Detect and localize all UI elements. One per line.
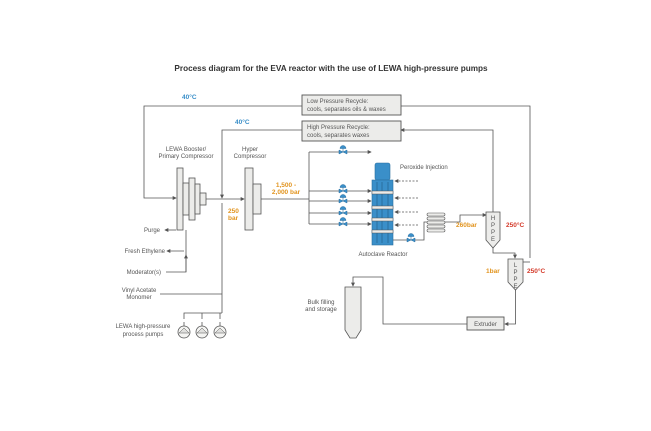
hppe-separator: H P P E [485, 211, 501, 249]
extruder-label: Extruder [474, 322, 497, 328]
valve-icon [406, 233, 416, 243]
lppe-separator: L P P E [507, 258, 524, 291]
hyper-label-2: Compressor [234, 154, 267, 160]
cooler-icon [426, 212, 446, 233]
hyper-pressure-1: 1,500 - [276, 182, 296, 189]
bulk-label-1: Bulk filling [307, 300, 334, 306]
bulk-storage-silo [344, 286, 362, 339]
peroxide-label: Peroxide Injection [400, 165, 448, 171]
vinyl-acetate-label-2: Monomer [126, 295, 151, 301]
moderator-label: Moderator(s) [127, 270, 161, 276]
low-recycle-temperature: 40°C [182, 93, 197, 101]
bulk-label-2: and storage [305, 307, 337, 313]
pumps-label-1: LEWA high-pressure [116, 324, 171, 330]
hyper-compressor [244, 167, 262, 231]
peroxide-injection-lines [394, 179, 418, 227]
hyper-pressure-2: 2,000 bar [272, 189, 301, 196]
booster-label-2: Primary Compressor [158, 154, 213, 160]
hppe-letter: P [491, 230, 495, 236]
autoclave-reactor [371, 162, 394, 246]
lppe-letter: L [514, 263, 518, 269]
ethylene-label: Fresh Ethylene [125, 249, 166, 255]
hyper-label-1: Hyper [242, 147, 258, 153]
lppe-letter: E [513, 284, 517, 290]
low-recycle-label-2: cools, separates oils & waxes [307, 107, 386, 113]
valve-icon [338, 217, 348, 227]
booster-pressure-2: bar [228, 215, 239, 222]
hppe-temperature: 250°C [506, 221, 524, 229]
hppe-pressure: 260bar [456, 222, 477, 229]
high-recycle-label-2: cools, separates waxes [307, 133, 369, 139]
high-recycle-lines [220, 128, 494, 213]
valve-icon [338, 145, 348, 155]
extruder: Extruder [466, 316, 505, 331]
high-recycle-temperature: 40°C [235, 118, 250, 126]
hppe-letter: P [491, 223, 495, 229]
vinyl-acetate-label-1: Vinyl Acetate [122, 288, 157, 294]
booster-pressure-1: 250 [228, 208, 239, 215]
booster-compressor [176, 167, 207, 231]
high-recycle-label-1: High Pressure Recycle: [307, 125, 370, 131]
extruder-to-storage-line [351, 276, 467, 325]
pump-icon [195, 321, 209, 339]
reactor-label: Autoclave Reactor [358, 252, 407, 258]
high-pressure-recycle: High Pressure Recycle: cools, separates … [301, 120, 402, 142]
low-recycle-lines [143, 105, 531, 258]
hppe-letter: E [491, 237, 495, 243]
lppe-letter: P [513, 270, 517, 276]
valve-icon [338, 194, 348, 204]
low-pressure-recycle: Low Pressure Recycle: cools, separates o… [301, 94, 402, 116]
valve-icon [338, 206, 348, 216]
lppe-letter: P [513, 277, 517, 283]
hppe-to-lppe-line [492, 248, 517, 259]
lppe-pressure: 1bar [486, 268, 500, 275]
valve-icon [338, 184, 348, 194]
purge-label: Purge [144, 228, 161, 234]
pump-icon [177, 321, 191, 339]
low-recycle-label-1: Low Pressure Recycle: [307, 99, 369, 105]
hppe-letter: H [491, 216, 495, 222]
feed-lines [160, 203, 223, 319]
pump-icon [213, 321, 227, 339]
diagram-title: Process diagram for the EVA reactor with… [174, 64, 488, 73]
pumps-label-2: process pumps [123, 332, 164, 338]
booster-label-1: LEWA Booster/ [166, 147, 207, 153]
lppe-temperature: 250°C [527, 267, 545, 275]
lppe-to-extruder-line [504, 290, 516, 326]
